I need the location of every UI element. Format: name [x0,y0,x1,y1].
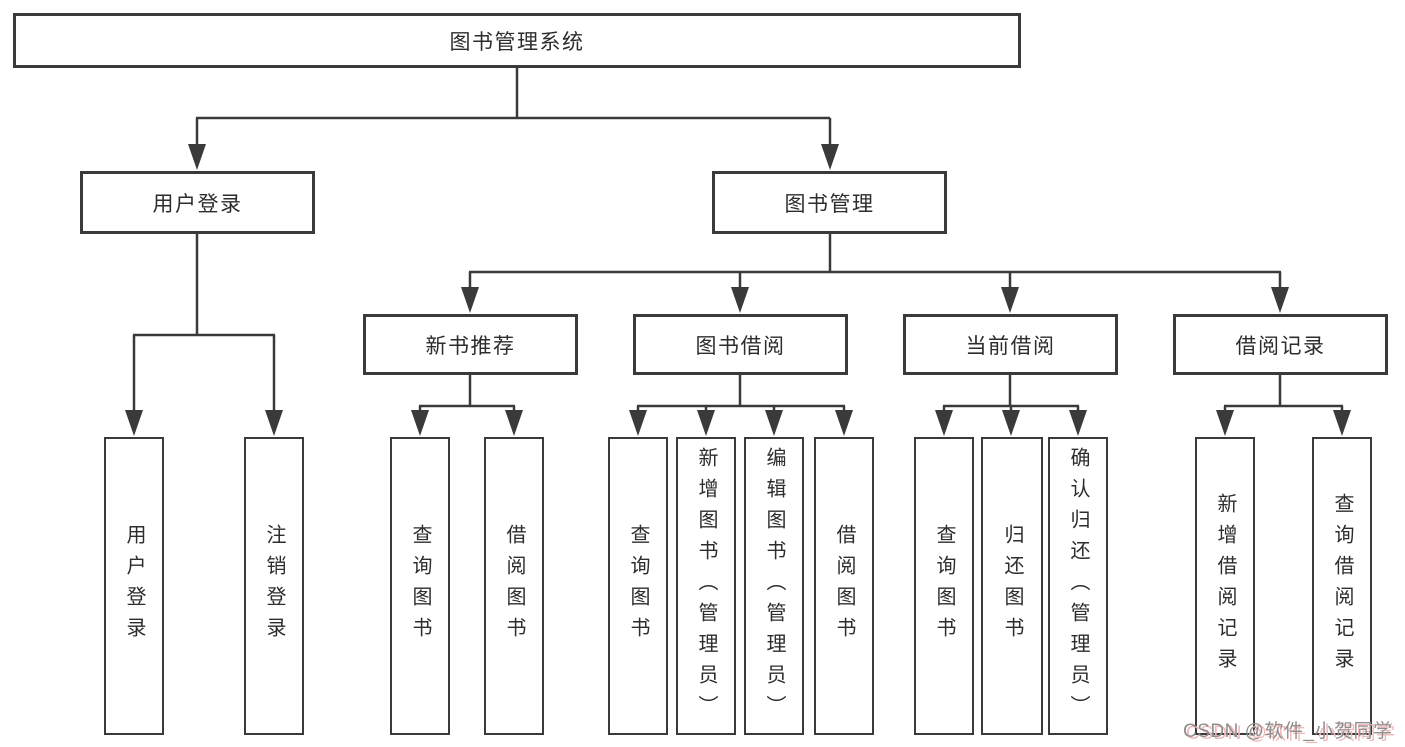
arrow-down-icon [461,287,479,313]
node-borrowing-records: 借阅记录 [1173,314,1388,375]
leaf-add-borrow-record: 新增借阅记录 [1195,437,1255,735]
arrow-down-icon [935,410,953,436]
node-current-borrowing: 当前借阅 [903,314,1118,375]
arrow-down-icon [265,410,283,436]
node-user-login: 用户登录 [80,171,315,234]
arrow-down-icon [1216,410,1234,436]
leaf-borrow-books-borrowing: 借阅图书 [814,437,874,735]
node-book-management: 图书管理 [712,171,947,234]
connector-newbook-to-leaves [418,375,516,414]
connector-userlogin-to-leaves [132,234,276,412]
arrow-down-icon [835,410,853,436]
leaf-add-books-admin: 新增图书（管理员） [676,437,736,735]
connector-records-to-leaves [1223,375,1344,414]
leaf-query-borrow-record: 查询借阅记录 [1312,437,1372,735]
leaf-logout-login: 注销登录 [244,437,304,735]
arrow-down-icon [411,410,429,436]
connector-current-to-leaves [942,375,1080,414]
leaf-edit-books-admin: 编辑图书（管理员） [744,437,804,735]
arrow-down-icon [821,144,839,170]
connector-borrowing-to-leaves [636,375,846,414]
arrow-down-icon [188,144,206,170]
leaf-query-books-recommend: 查询图书 [390,437,450,735]
leaf-user-login: 用户登录 [104,437,164,735]
node-library-management-system: 图书管理系统 [13,13,1021,68]
node-book-borrowing: 图书借阅 [633,314,848,375]
arrow-down-icon [697,410,715,436]
arrow-down-icon [1271,287,1289,313]
connector-bookmgmt-to-level3 [468,234,1282,291]
connector-root-to-level2 [195,68,832,148]
arrow-down-icon [629,410,647,436]
arrow-down-icon [125,410,143,436]
arrow-down-icon [1002,410,1020,436]
arrow-down-icon [505,410,523,436]
watermark: CSDN @软件_小贺同学 [1183,721,1393,742]
arrow-down-icon [1333,410,1351,436]
leaf-query-books-current: 查询图书 [914,437,974,735]
arrow-down-icon [1001,287,1019,313]
leaf-return-books: 归还图书 [981,437,1043,735]
leaf-borrow-books-recommend: 借阅图书 [484,437,544,735]
leaf-confirm-return-admin: 确认归还（管理员） [1048,437,1108,735]
leaf-query-books-borrowing: 查询图书 [608,437,668,735]
arrow-down-icon [1069,410,1087,436]
arrow-down-icon [765,410,783,436]
arrow-down-icon [731,287,749,313]
node-new-book-recommend: 新书推荐 [363,314,578,375]
